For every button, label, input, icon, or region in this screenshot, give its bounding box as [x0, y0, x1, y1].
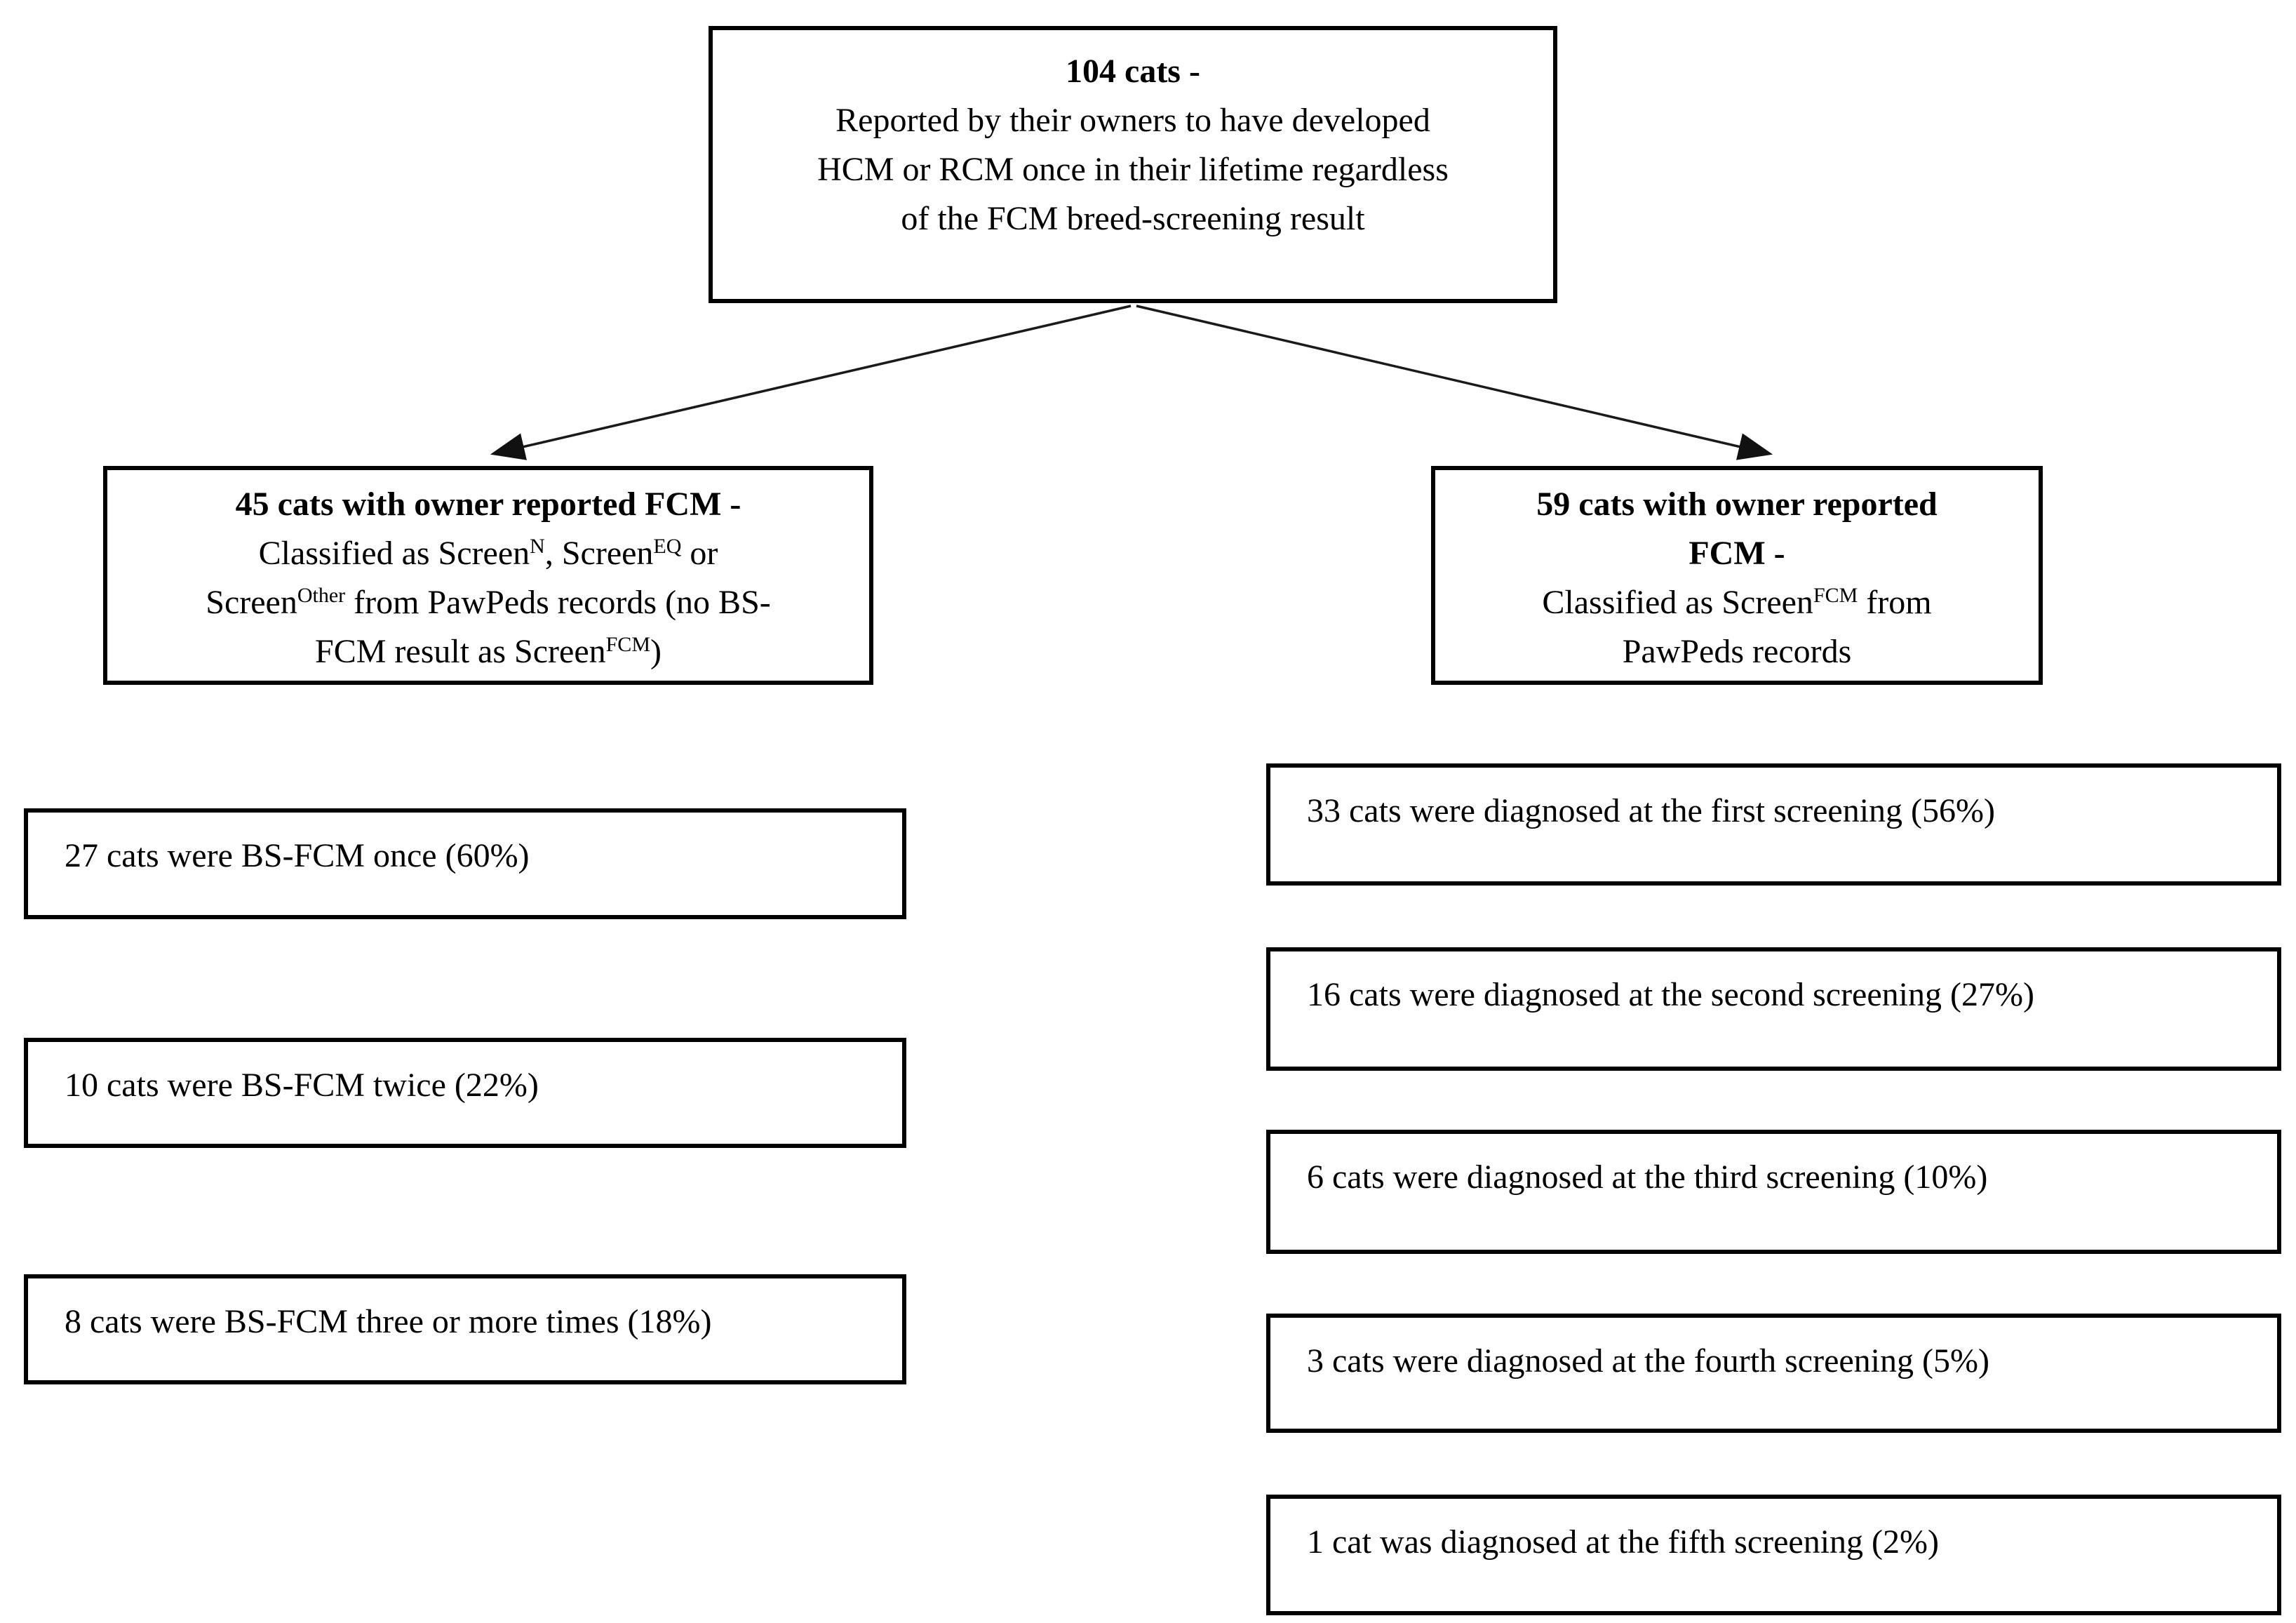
left-branch-line2: Classified as ScreenN, ScreenEQ or — [107, 529, 869, 578]
left-leaf-bsfcm-three-or-more: 8 cats were BS-FCM three or more times (… — [24, 1274, 906, 1384]
left-branch-line2-text: or — [681, 535, 718, 572]
right-branch-line4: PawPeds records — [1622, 633, 1852, 670]
left-branch-line2-text: , Screen — [544, 535, 654, 572]
right-branch-title: FCM - — [1689, 535, 1785, 572]
left-branch-line3-text: Screen — [206, 584, 297, 621]
left-branch-line3-text: from PawPeds records (no BS- — [345, 584, 771, 621]
right-leaf-fifth-screening: 1 cat was diagnosed at the fifth screeni… — [1266, 1495, 2281, 1615]
left-leaf-bsfcm-twice: 10 cats were BS-FCM twice (22%) — [24, 1038, 906, 1148]
root-box: 104 cats - Reported by their owners to h… — [709, 26, 1557, 303]
left-branch-line4: FCM result as ScreenFCM) — [107, 627, 869, 676]
right-leaf-first-screening: 33 cats were diagnosed at the first scre… — [1266, 763, 2281, 886]
screen-class-superscript: Other — [297, 583, 346, 607]
left-branch-line4-text: FCM result as Screen — [315, 633, 606, 670]
screen-class-superscript: FCM — [605, 632, 650, 656]
left-branch-line2-text: Classified as Screen — [258, 535, 530, 572]
left-branch-line4-text: ) — [650, 633, 662, 670]
screen-class-superscript: EQ — [653, 534, 682, 558]
root-box-line: of the FCM breed-screening result — [901, 200, 1365, 237]
root-box-line: HCM or RCM once in their lifetime regard… — [817, 151, 1449, 188]
arrow-to-left-branch — [490, 305, 1132, 460]
root-box-title: 104 cats - — [1066, 53, 1200, 90]
screen-class-superscript: N — [530, 534, 545, 558]
right-branch-line3-text: Classified as Screen — [1542, 584, 1813, 621]
left-leaf-bsfcm-once: 27 cats were BS-FCM once (60%) — [24, 808, 906, 919]
screen-class-superscript: FCM — [1813, 583, 1858, 607]
right-leaf-second-screening: 16 cats were diagnosed at the second scr… — [1266, 947, 2281, 1071]
root-box-line: Reported by their owners to have develop… — [835, 102, 1430, 139]
right-leaf-third-screening: 6 cats were diagnosed at the third scree… — [1266, 1130, 2281, 1254]
arrow-to-right-branch — [1136, 305, 1773, 460]
left-branch-title: 45 cats with owner reported FCM - — [235, 486, 741, 523]
left-branch-box: 45 cats with owner reported FCM - Classi… — [103, 466, 873, 685]
right-leaf-fourth-screening: 3 cats were diagnosed at the fourth scre… — [1266, 1314, 2281, 1433]
right-branch-box: 59 cats with owner reported FCM - Classi… — [1431, 466, 2043, 685]
right-branch-line3-text: from — [1858, 584, 1932, 621]
right-branch-line3: Classified as ScreenFCM from — [1435, 578, 2039, 627]
left-branch-line3: ScreenOther from PawPeds records (no BS- — [107, 578, 869, 627]
right-branch-title: 59 cats with owner reported — [1536, 486, 1938, 523]
